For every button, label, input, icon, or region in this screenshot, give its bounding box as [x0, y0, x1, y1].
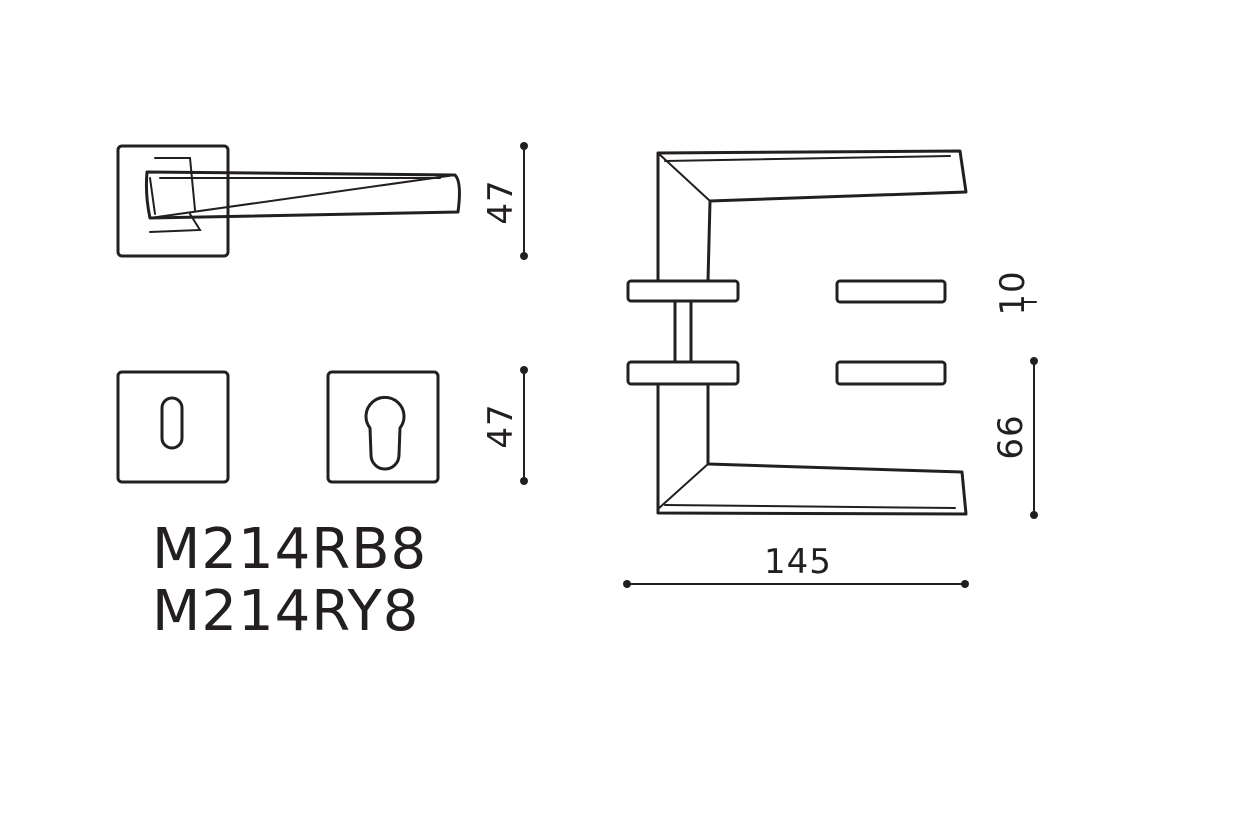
dimension-label-145: 145 — [764, 542, 832, 582]
handle-front-view — [116, 144, 461, 258]
dimension-rose-top: 47 — [481, 142, 528, 260]
model-code-rb8: M214RB8 — [152, 517, 428, 582]
dimension-spindle-offset: 66 — [991, 357, 1038, 519]
dimension-handle-length: 145 — [623, 542, 969, 588]
model-code-ry8: M214RY8 — [152, 579, 420, 644]
dimension-label-66: 66 — [991, 414, 1031, 459]
dimension-label-47-top: 47 — [481, 179, 521, 224]
cylinder-escutcheon-y — [326, 370, 440, 484]
dimension-label-10: 10 — [993, 270, 1033, 315]
dimension-label-47-bottom: 47 — [481, 403, 521, 448]
dimension-escutcheon: 47 — [481, 366, 528, 485]
dimension-rose-thickness: 10 — [993, 270, 1037, 316]
handle-side-view — [626, 149, 968, 516]
keyhole-escutcheon-b — [116, 370, 230, 484]
